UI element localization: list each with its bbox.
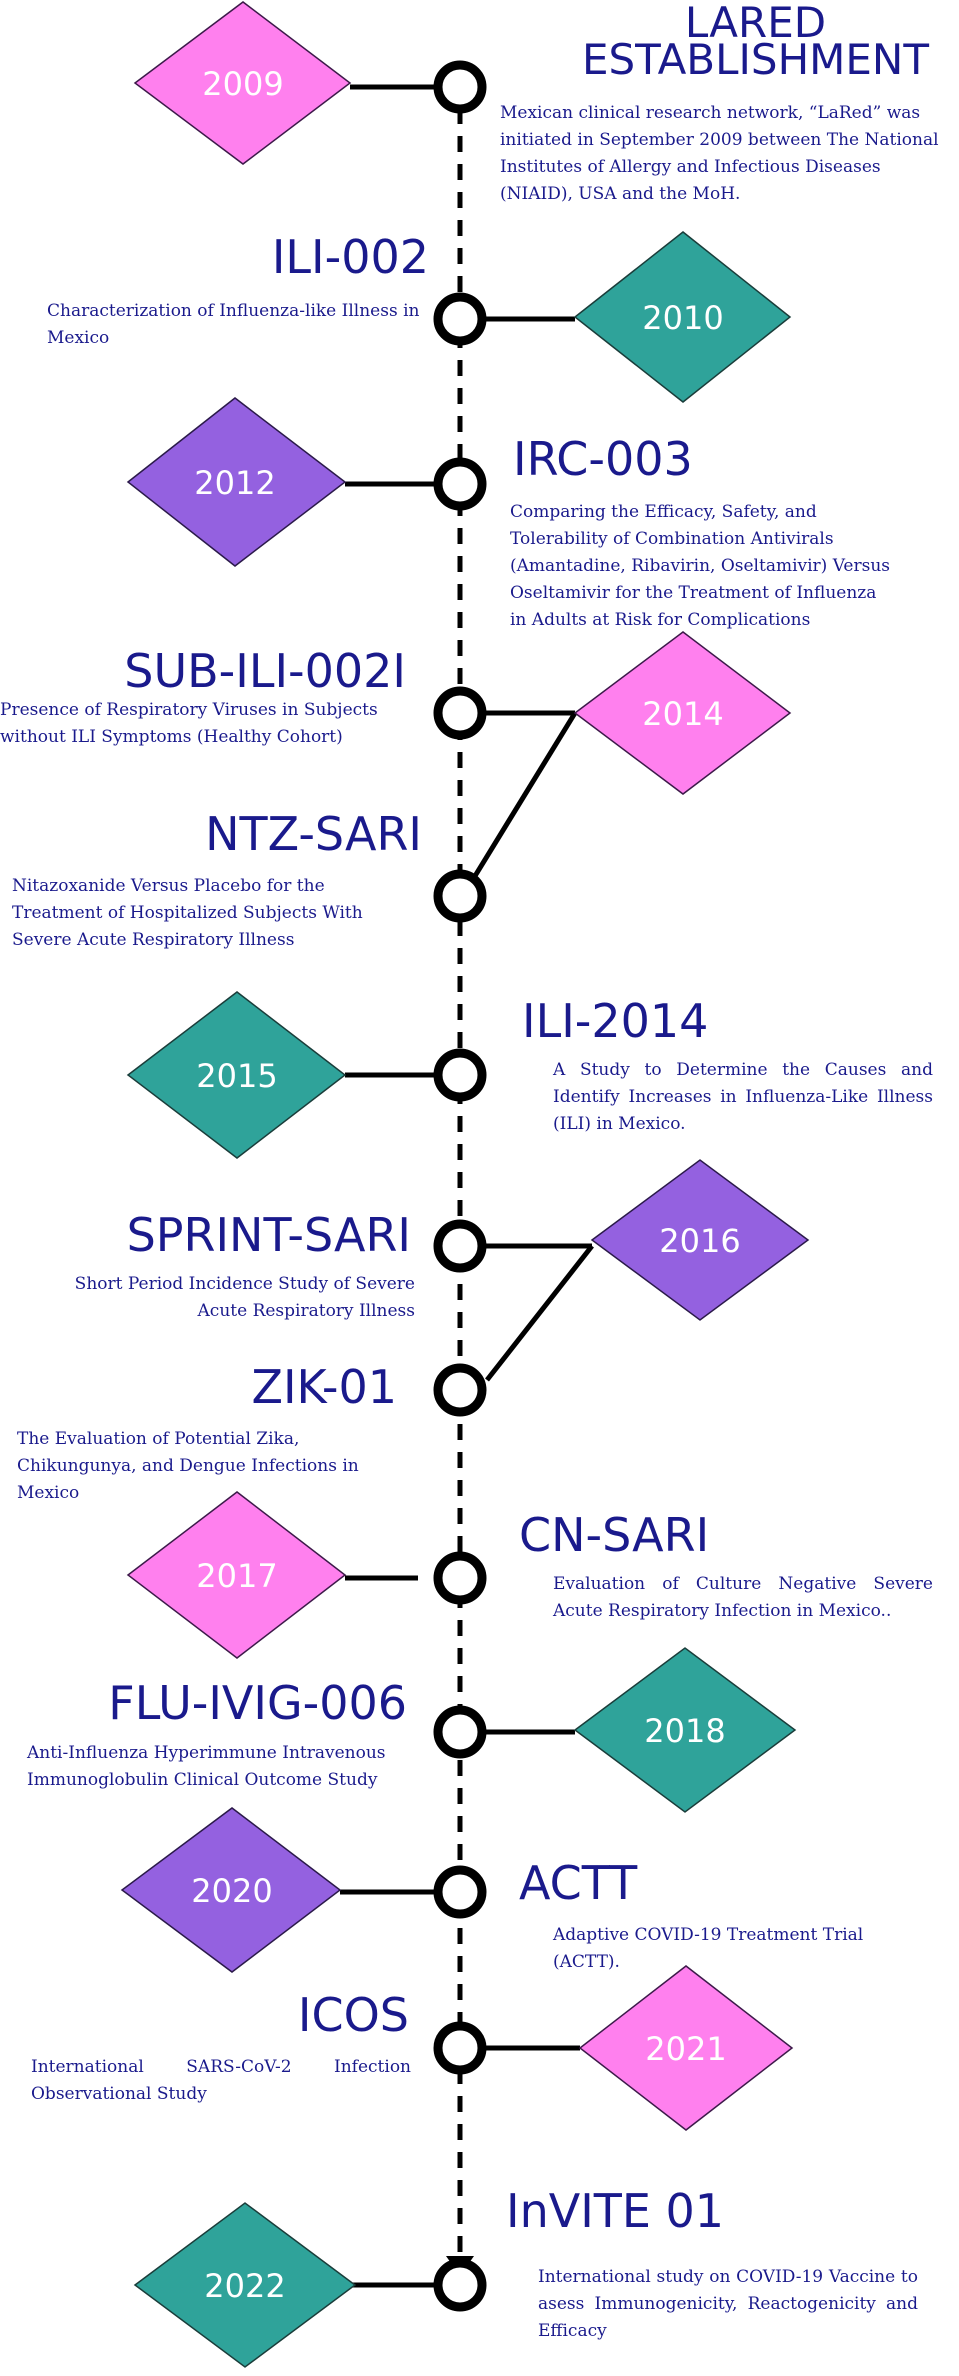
event-desc-sub-ili-002i: Presence of Respiratory Viruses in Subje…	[0, 700, 378, 747]
year-label: 2020	[191, 1872, 272, 1910]
node-ili-2014	[433, 1048, 487, 1102]
year-label: 2018	[644, 1712, 725, 1750]
event-desc-lared: Mexican clinical research network, “LaRe…	[500, 103, 939, 204]
year-diamond	[573, 631, 792, 795]
year-marker-2015: 2015	[126, 991, 347, 1159]
year-diamond	[590, 1159, 810, 1321]
year-diamond	[126, 1491, 347, 1659]
event-title-sub-ili-002i: SUB-ILI-002I	[124, 644, 406, 698]
event-title-ili-002: ILI-002	[271, 230, 429, 284]
node-lared	[433, 60, 487, 114]
year-diamond	[133, 2202, 357, 2368]
event-title-cn-sari: CN-SARI	[519, 1508, 710, 1562]
event-title-zik-01: ZIK-01	[251, 1360, 397, 1414]
event-desc-zik-01: The Evaluation of Potential Zika, Chikun…	[17, 1429, 359, 1503]
year-diamond	[133, 1, 352, 165]
node-ntz-sari	[433, 869, 487, 923]
year-diamond	[573, 1647, 797, 1813]
year-label: 2022	[204, 2267, 285, 2305]
event-desc-actt: Adaptive COVID-19 Treatment Trial (ACTT)…	[553, 1925, 864, 1972]
event-desc-sprint-sari: Short Period Incidence Study of Severe A…	[74, 1274, 415, 1321]
node-cn-sari	[433, 1551, 487, 1605]
event-title-irc-003: IRC-003	[513, 432, 693, 486]
year-diamond	[573, 231, 792, 403]
year-marker-2022: 2022	[133, 2202, 357, 2368]
event-desc-cn-sari: Evaluation of Culture Negative Severe Ac…	[553, 1574, 933, 1621]
year-marker-2017: 2017	[126, 1491, 347, 1659]
connector-2016-b	[485, 1244, 594, 1382]
node-ili-002	[433, 292, 487, 346]
year-marker-2014: 2014	[573, 631, 792, 795]
node-invite-01	[433, 2258, 487, 2312]
year-label: 2017	[196, 1557, 277, 1595]
year-marker-2012: 2012	[126, 397, 347, 567]
event-title-ntz-sari: NTZ-SARI	[205, 807, 422, 861]
event-title-ili-2014: ILI-2014	[522, 994, 709, 1048]
year-diamond	[578, 1965, 794, 2131]
year-label: 2016	[659, 1222, 740, 1260]
year-diamond	[120, 1807, 342, 1973]
event-desc-ili-002: Characterization of Influenza-like Illne…	[47, 301, 420, 348]
node-sub-ili-002i	[433, 686, 487, 740]
event-title-icos: ICOS	[297, 1988, 409, 2042]
node-flu-ivig-006	[433, 1705, 487, 1759]
node-sprint-sari	[433, 1219, 487, 1273]
event-title-lared: LARED ESTABLISHMENT	[553, 2, 958, 81]
year-label: 2014	[642, 695, 723, 733]
year-diamond	[126, 991, 347, 1159]
event-title-line: ESTABLISHMENT	[581, 35, 929, 84]
event-desc-flu-ivig-006: Anti-Influenza Hyperimmune Intravenous I…	[27, 1743, 386, 1790]
event-title-flu-ivig-006: FLU-IVIG-006	[108, 1676, 407, 1730]
event-desc-invite-01: International study on COVID-19 Vaccine …	[538, 2267, 918, 2341]
year-marker-2016: 2016	[590, 1159, 810, 1321]
year-label: 2010	[642, 299, 723, 337]
year-label: 2012	[194, 464, 275, 502]
year-label: 2015	[196, 1057, 277, 1095]
year-marker-2009: 2009	[133, 1, 352, 165]
event-desc-icos: International SARS-CoV-2 Infection Obser…	[31, 2057, 411, 2104]
year-label: 2021	[645, 2030, 726, 2068]
year-diamond	[126, 397, 347, 567]
year-label: 2009	[202, 65, 283, 103]
year-marker-2020: 2020	[120, 1807, 342, 1973]
year-marker-2018: 2018	[573, 1647, 797, 1813]
event-title-sprint-sari: SPRINT-SARI	[126, 1208, 411, 1262]
event-desc-ntz-sari: Nitazoxanide Versus Placebo for the Trea…	[12, 876, 363, 950]
event-title-invite-01: InVITE 01	[506, 2184, 725, 2238]
event-title-line: LARED	[684, 0, 827, 47]
year-marker-2010: 2010	[573, 231, 792, 403]
node-actt	[433, 1865, 487, 1919]
node-irc-003	[433, 457, 487, 511]
event-desc-ili-2014: A Study to Determine the Causes and Iden…	[553, 1060, 933, 1134]
node-zik-01	[433, 1363, 487, 1417]
connector-2014-b	[472, 711, 578, 878]
event-desc-irc-003: Comparing the Efficacy, Safety, and Tole…	[510, 502, 891, 630]
node-icos	[433, 2021, 487, 2075]
year-marker-2021: 2021	[578, 1965, 794, 2131]
event-title-actt: ACTT	[519, 1856, 638, 1910]
